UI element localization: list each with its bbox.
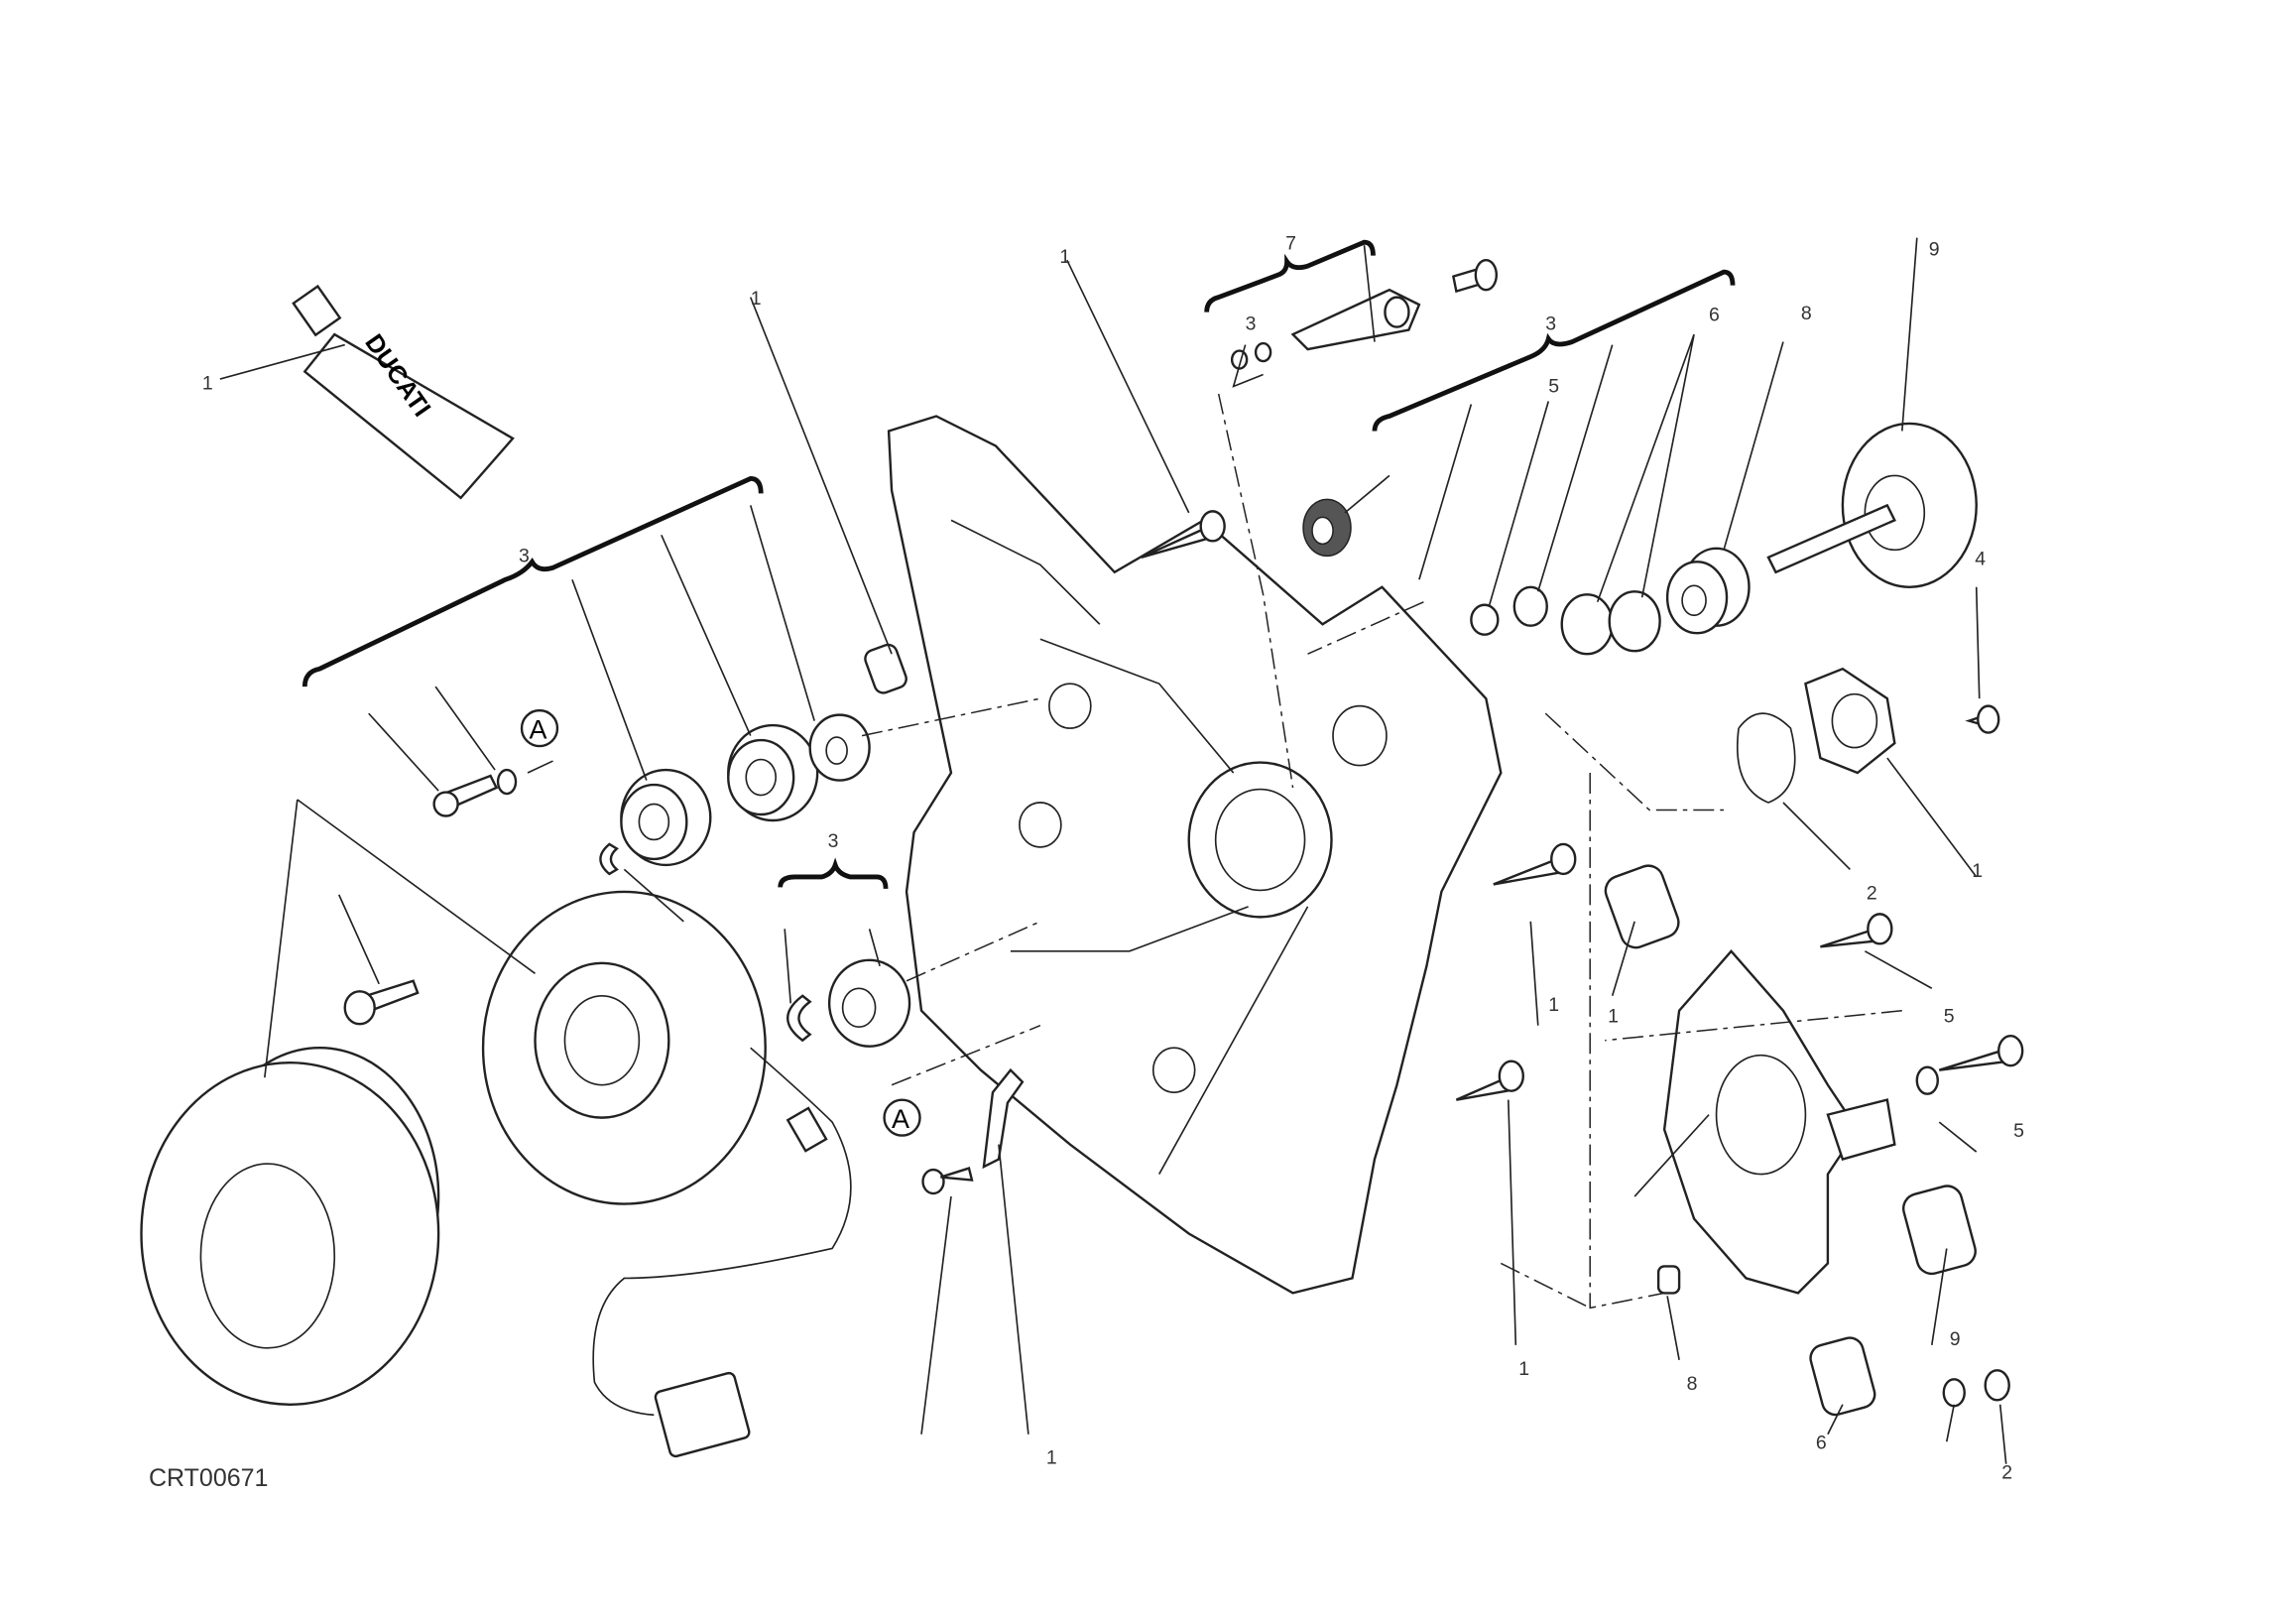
svg-text:7: 7 xyxy=(1285,233,1296,255)
svg-text:9: 9 xyxy=(1950,1328,1961,1350)
section-marker-a: A xyxy=(520,708,559,748)
group-bracket xyxy=(778,857,889,890)
washer-icon xyxy=(1470,603,1500,636)
water-pump-icon xyxy=(1766,422,1978,588)
svg-text:3: 3 xyxy=(1545,313,1556,335)
washer-icon xyxy=(1560,593,1614,656)
svg-text:1: 1 xyxy=(1518,1358,1529,1380)
spacer-icon xyxy=(864,643,907,694)
svg-text:5: 5 xyxy=(1548,376,1559,398)
group-bracket xyxy=(1204,239,1376,312)
washer-icon xyxy=(496,768,518,796)
hose-fitting-icon xyxy=(1604,864,1680,949)
leader-lines xyxy=(264,237,2007,1464)
screw-icon xyxy=(1451,258,1499,294)
svg-text:6: 6 xyxy=(1816,1433,1827,1454)
stator-icon xyxy=(481,890,767,1205)
oil-seal-icon xyxy=(1302,498,1352,558)
svg-text:1: 1 xyxy=(1972,860,1983,882)
connector-icon xyxy=(785,1106,828,1153)
svg-text:4: 4 xyxy=(1975,548,1986,569)
bracket-clip-icon xyxy=(982,1067,1025,1170)
bushing-icon xyxy=(1512,585,1548,627)
svg-text:8: 8 xyxy=(1687,1373,1698,1395)
svg-text:9: 9 xyxy=(1929,239,1940,261)
circlip-icon xyxy=(786,994,812,1043)
group-bracket xyxy=(1372,269,1736,432)
washer-icon xyxy=(808,713,871,782)
bolt-icon xyxy=(432,774,499,817)
svg-text:2: 2 xyxy=(1867,882,1877,904)
stator-cable xyxy=(592,1047,852,1417)
water-pump-cover-icon xyxy=(1662,949,1896,1295)
rotor-icon xyxy=(140,1047,440,1406)
sealant-tube-icon: DUCATI xyxy=(219,284,515,500)
svg-text:1: 1 xyxy=(1608,1006,1619,1028)
svg-text:A: A xyxy=(530,715,547,745)
bolt-icon xyxy=(1938,1035,2024,1071)
washer-icon xyxy=(1254,341,1272,363)
o-ring-icon xyxy=(1736,712,1796,804)
washer-icon xyxy=(1608,590,1661,653)
section-marker-a: A xyxy=(883,1098,921,1137)
bolt-icon xyxy=(1455,1060,1524,1101)
bearing-icon xyxy=(620,768,712,867)
svg-text:6: 6 xyxy=(1709,305,1720,326)
group-bracket xyxy=(302,476,764,687)
svg-text:3: 3 xyxy=(828,830,839,852)
bolt-icon xyxy=(343,979,420,1026)
bolt-icon xyxy=(921,1167,974,1195)
connector-icon xyxy=(654,1371,751,1458)
drain-plug-icon xyxy=(1984,1369,2010,1402)
washer-icon xyxy=(1915,1065,1939,1095)
svg-text:1: 1 xyxy=(1059,246,1070,268)
screw-icon xyxy=(1965,704,2000,734)
bolt-icon xyxy=(1141,510,1226,559)
center-lines xyxy=(861,393,1902,1310)
crankcase-cover-icon xyxy=(887,415,1503,1295)
svg-text:5: 5 xyxy=(1944,1006,1955,1028)
hose-fitting-icon xyxy=(1902,1185,1977,1276)
bolt-icon xyxy=(1493,842,1577,886)
circlip-icon xyxy=(599,842,619,876)
bearing-icon xyxy=(727,723,819,822)
drawing-code: CRT00671 xyxy=(149,1464,269,1492)
svg-text:1: 1 xyxy=(751,288,762,310)
pump-shaft-icon xyxy=(1290,288,1421,351)
svg-text:2: 2 xyxy=(2001,1462,2012,1484)
svg-text:1: 1 xyxy=(1548,994,1559,1016)
svg-text:1: 1 xyxy=(202,373,213,395)
svg-text:8: 8 xyxy=(1801,303,1812,324)
callout-labels: 1 7 3 3 8 1 6 5 3 9 4 1 2 5 5 1 1 9 2 8 … xyxy=(202,233,2024,1484)
svg-text:3: 3 xyxy=(1246,313,1257,335)
bearing-icon xyxy=(827,958,911,1048)
pump-cover-plate-icon xyxy=(1804,667,1896,775)
hose-fitting-icon xyxy=(1809,1336,1876,1417)
svg-text:3: 3 xyxy=(519,545,530,566)
dowel-icon xyxy=(1656,1265,1681,1295)
mechanical-seal-icon xyxy=(1665,547,1751,635)
bolt-icon xyxy=(1820,913,1893,948)
svg-text:1: 1 xyxy=(1046,1447,1057,1469)
washer-icon xyxy=(1942,1378,1966,1408)
svg-text:5: 5 xyxy=(2013,1120,2024,1142)
svg-text:A: A xyxy=(892,1104,909,1134)
